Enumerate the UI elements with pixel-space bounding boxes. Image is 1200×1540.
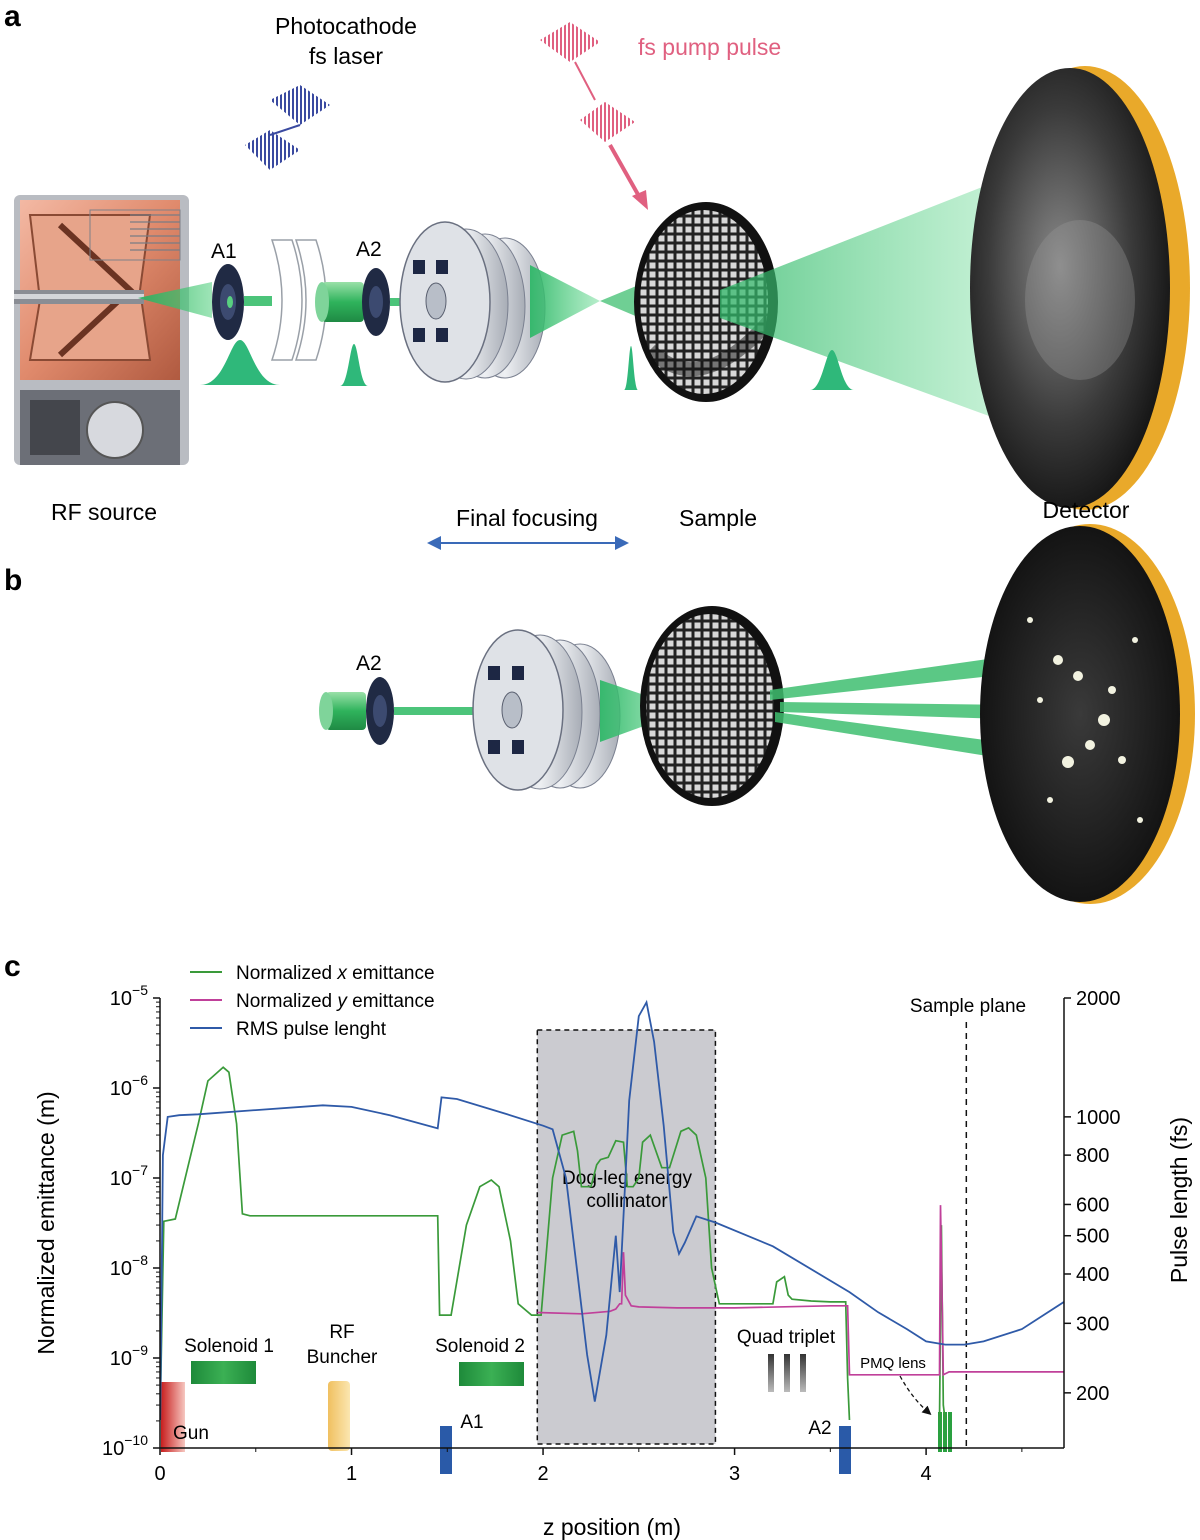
- lens-outlines: [270, 239, 327, 361]
- y-left-tick-label: 10−8: [110, 1252, 148, 1280]
- rf-buncher-label-1: RF: [329, 1322, 354, 1343]
- y-right-tick-label: 200: [1076, 1383, 1109, 1405]
- rf-gun-illustration: [14, 195, 189, 465]
- y-right-tick-label: 600: [1076, 1194, 1109, 1216]
- y-axis-right-ticks: 2000 1000 800 600 500 400 300 200: [1064, 988, 1121, 1405]
- pmq-lens-stack-b: [472, 629, 621, 791]
- series-lines: [160, 999, 1064, 1420]
- label-detector: Detector: [1043, 497, 1130, 523]
- x-axis-ticks: 0 1 2 3 4: [154, 1448, 1023, 1485]
- label-a2: A2: [356, 238, 382, 261]
- y-left-tick-label: 10−5: [110, 982, 148, 1010]
- x-axis-label: z position (m): [543, 1514, 681, 1540]
- gun-beam-cone: [138, 282, 212, 318]
- label-sample: Sample: [679, 505, 757, 531]
- label-rf-source: RF source: [51, 499, 157, 525]
- y-right-tick-label: 300: [1076, 1313, 1109, 1335]
- aperture-a2-b: [319, 677, 394, 745]
- y-right-tick-label: 2000: [1076, 988, 1121, 1010]
- y-right-tick-label: 500: [1076, 1226, 1109, 1248]
- focusing-cone-in: [530, 265, 600, 338]
- panel-c: c Dog-leg energy collimator Sample plane…: [4, 950, 1192, 1540]
- x-tick-label: 2: [537, 1463, 548, 1485]
- series-x-emittance-line: [160, 1066, 947, 1420]
- component-markers: [161, 1354, 952, 1474]
- detector-beam-cone: [720, 180, 1000, 420]
- pmq-marker-3: [948, 1412, 952, 1452]
- y-left-tick-label: 10−10: [102, 1432, 148, 1460]
- a1-chart-label: A1: [460, 1412, 483, 1433]
- quad-triplet-label: Quad triplet: [737, 1327, 836, 1348]
- x-tick-label: 3: [729, 1463, 740, 1485]
- rf-buncher-label-2: Buncher: [307, 1347, 378, 1368]
- pulse-profiles: [200, 340, 854, 390]
- x-tick-label: 4: [921, 1463, 932, 1485]
- pump-pulses: [540, 22, 648, 210]
- pmq-lens-stack: [399, 221, 546, 383]
- aperture-a1: [212, 264, 244, 340]
- panel-b: b A2: [4, 524, 1195, 904]
- panel-b-letter: b: [4, 564, 22, 597]
- y-right-tick-label: 400: [1076, 1264, 1109, 1286]
- pump-label: fs pump pulse: [638, 34, 781, 60]
- sample-grid-b: [640, 606, 784, 806]
- x-tick-label: 0: [154, 1463, 165, 1485]
- aperture-a2: [315, 268, 390, 336]
- y-axis-right-label: Pulse length (fs): [1166, 1117, 1192, 1283]
- photocathode-label-2: fs laser: [309, 43, 383, 69]
- label-a2-b: A2: [356, 652, 382, 675]
- legend-label-pulse: RMS pulse lenght: [236, 1019, 387, 1040]
- axes: [159, 998, 1065, 1449]
- x-tick-label: 1: [346, 1463, 357, 1485]
- photocathode-laser-pulses: [245, 85, 330, 170]
- label-final-focusing: Final focusing: [456, 505, 598, 531]
- label-a1: A1: [211, 240, 237, 263]
- pmq-lens-arrow: [899, 1375, 932, 1415]
- pmq-marker-2: [943, 1412, 947, 1452]
- photocathode-label-1: Photocathode: [275, 13, 417, 39]
- pmq-lens-label: PMQ lens: [860, 1355, 926, 1372]
- rf-buncher-marker: [328, 1381, 350, 1451]
- detector-b: [980, 524, 1195, 904]
- y-left-tick-label: 10−9: [110, 1342, 148, 1370]
- y-axis-left-ticks: 10−10 10−9 10−8 10−7 10−6 10−5: [102, 982, 160, 1460]
- series-y-emittance-line: [537, 1205, 1064, 1377]
- detector-a: [970, 66, 1190, 510]
- y-axis-left-label: Normalized emittance (m): [33, 1091, 59, 1354]
- legend-label-y: Normalized y emittance: [236, 991, 435, 1012]
- a1-marker: [440, 1426, 452, 1474]
- y-right-tick-label: 800: [1076, 1145, 1109, 1167]
- panel-a-letter: a: [4, 0, 21, 33]
- gun-label: Gun: [173, 1423, 209, 1444]
- quad-marker-3: [800, 1354, 806, 1392]
- beam-b: [394, 707, 512, 715]
- solenoid2-label: Solenoid 2: [435, 1336, 525, 1357]
- beam-after-a1: [244, 296, 272, 306]
- sample-grid: [634, 202, 778, 402]
- y-right-tick-label: 1000: [1076, 1107, 1121, 1129]
- quad-marker-1: [768, 1354, 774, 1392]
- solenoid1-marker: [191, 1361, 256, 1384]
- gun-marker: [161, 1382, 185, 1452]
- panel-a: a A1: [4, 0, 1190, 550]
- a2-chart-label: A2: [808, 1418, 831, 1439]
- sample-plane-label: Sample plane: [910, 996, 1026, 1017]
- y-left-tick-label: 10−6: [110, 1072, 148, 1100]
- dogleg-region: [536, 1029, 717, 1445]
- legend-label-x: Normalized x emittance: [236, 963, 435, 984]
- y-left-tick-label: 10−7: [110, 1162, 148, 1190]
- series-pulse-length-line: [160, 999, 1064, 1420]
- solenoid2-marker: [459, 1362, 524, 1386]
- quad-marker-2: [784, 1354, 790, 1392]
- solenoid1-label: Solenoid 1: [184, 1336, 274, 1357]
- legend: Normalized x emittance Normalized y emit…: [190, 963, 435, 1040]
- dogleg-label-2: collimator: [586, 1191, 668, 1212]
- a2-marker: [839, 1426, 851, 1474]
- panel-c-letter: c: [4, 950, 21, 983]
- pmq-marker-1: [938, 1412, 942, 1452]
